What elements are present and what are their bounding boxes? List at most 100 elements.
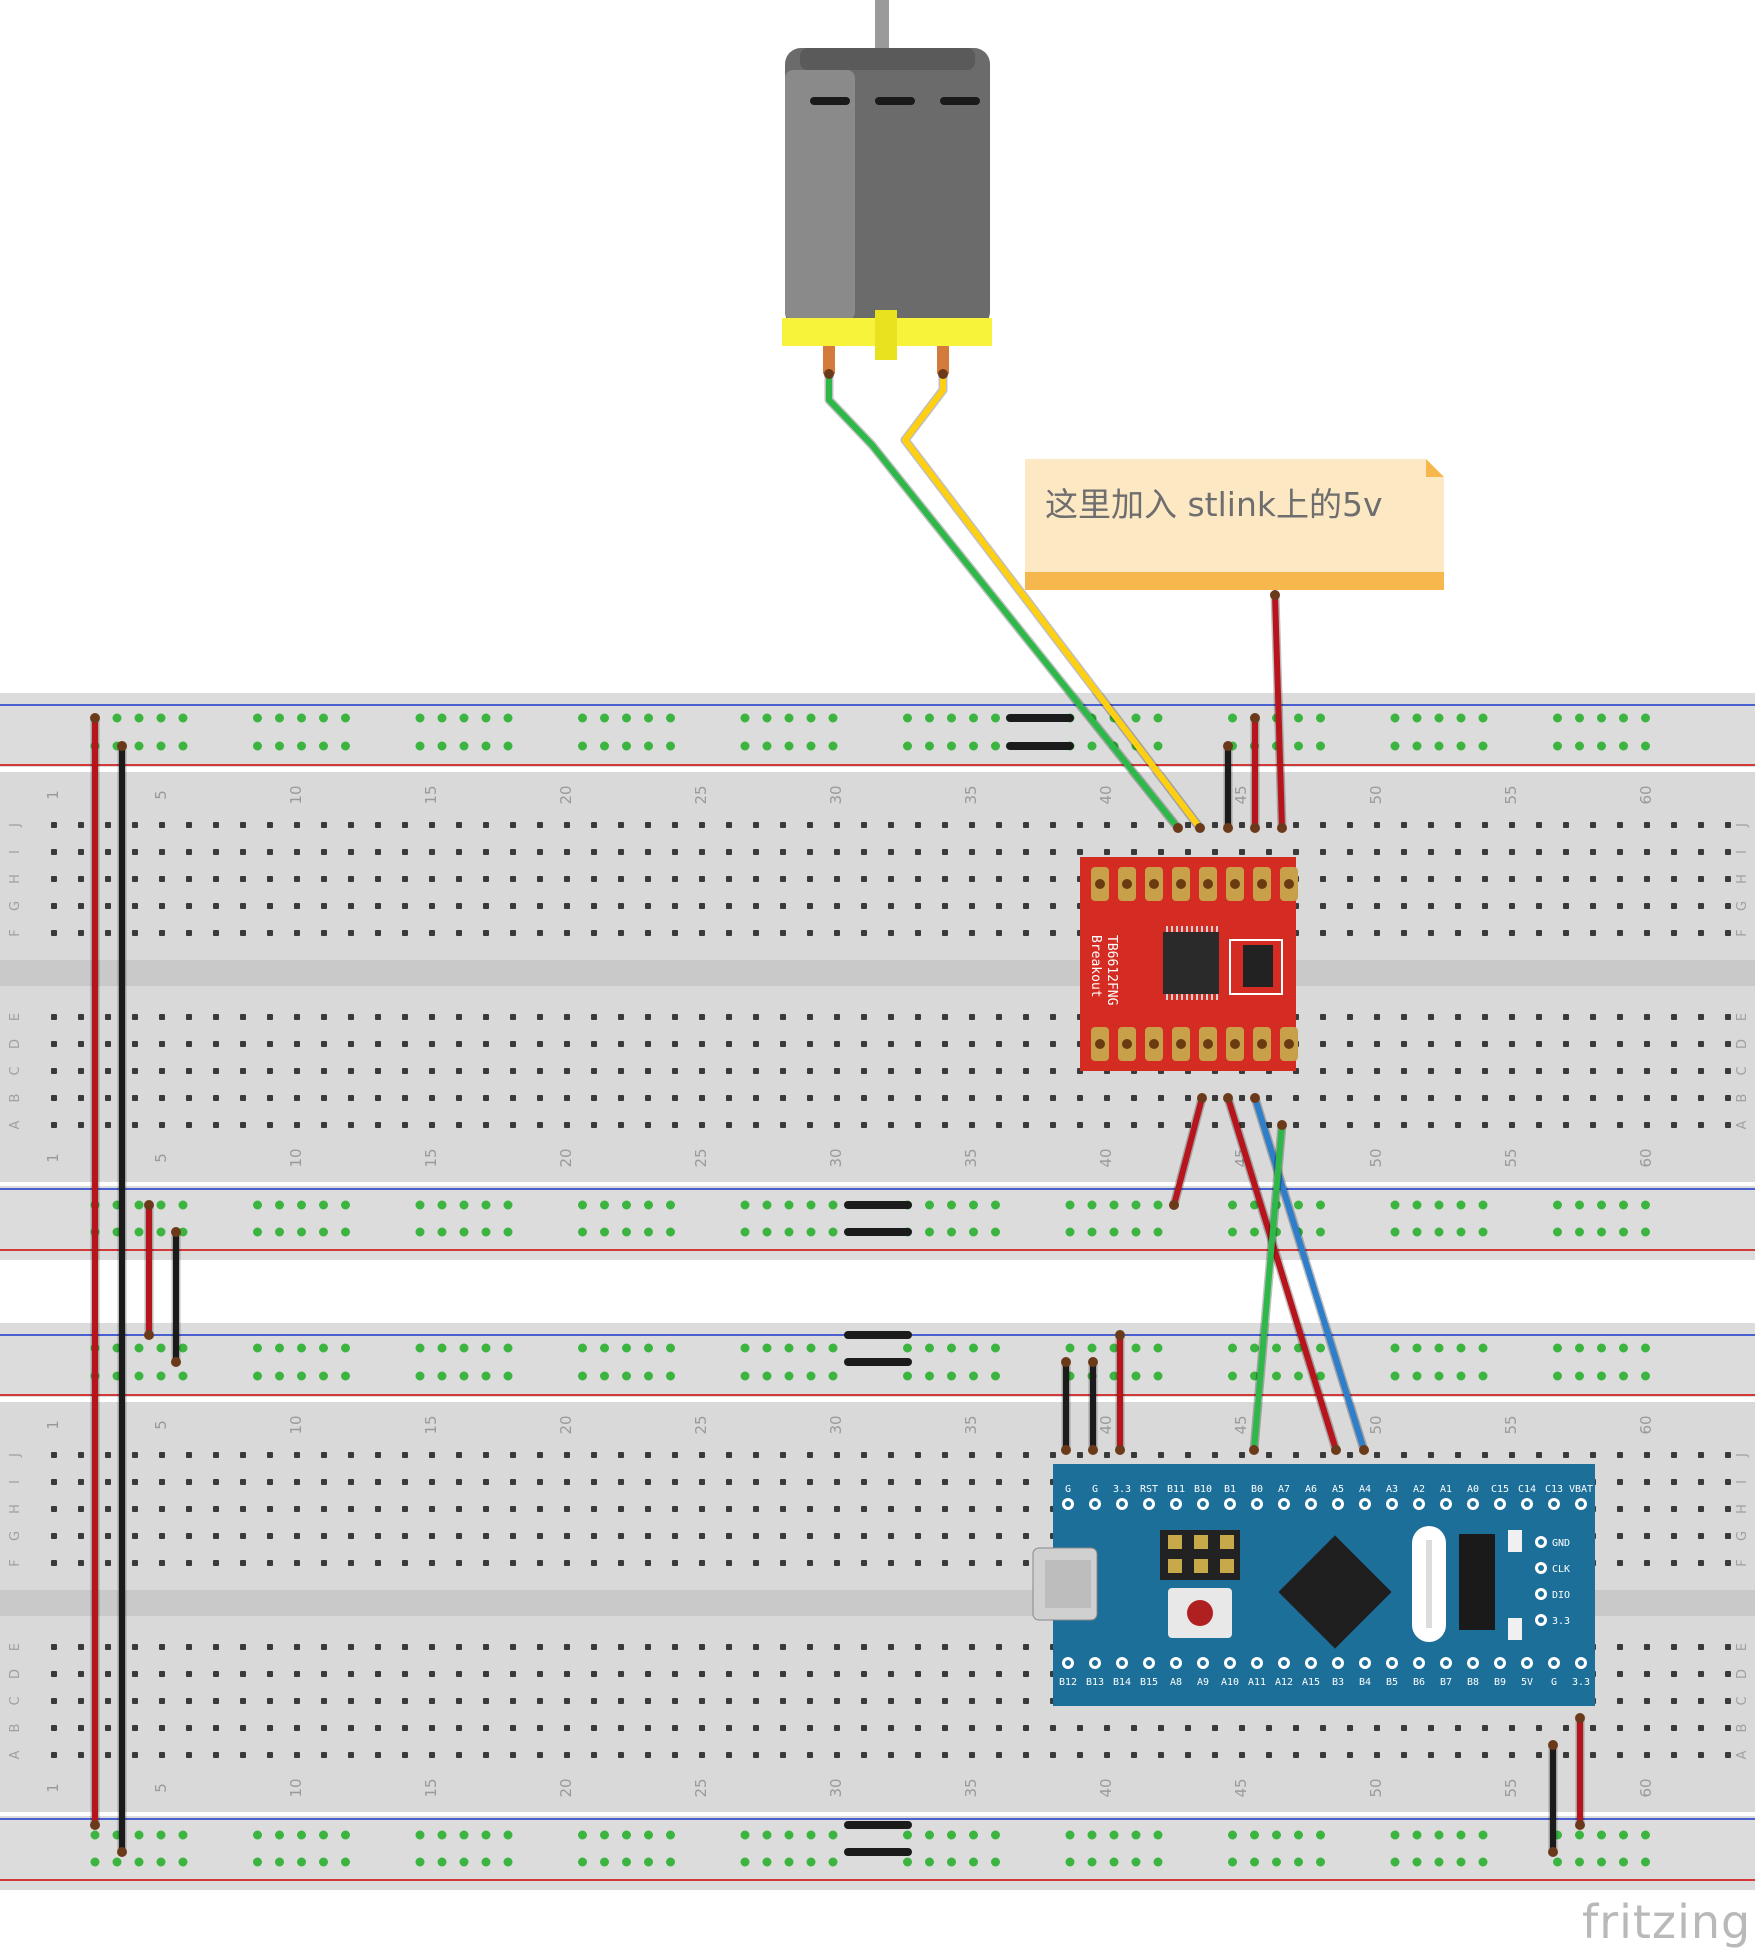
hole (1563, 1725, 1569, 1731)
hole (618, 1671, 624, 1677)
hole (645, 1725, 651, 1731)
hole (1671, 1479, 1677, 1485)
hole (1698, 1452, 1704, 1458)
column-number: 60 (1637, 1148, 1655, 1167)
hole (1347, 849, 1353, 855)
hole (1482, 876, 1488, 882)
hole (1482, 1122, 1488, 1128)
rail-hole (1065, 1343, 1075, 1353)
rail-hole (1412, 741, 1422, 751)
rail-hole (1153, 1343, 1163, 1353)
hole (348, 1014, 354, 1020)
hole (1455, 1014, 1461, 1020)
rail-hole (1478, 1371, 1488, 1381)
rail-hole (969, 1227, 978, 1237)
hole (456, 1506, 462, 1512)
hole (78, 1041, 84, 1047)
hole (1590, 903, 1596, 909)
column-number: 15 (422, 785, 440, 804)
rail-hole (503, 713, 513, 723)
rail-hole (319, 1227, 328, 1237)
row-letter: H (8, 874, 23, 884)
rail-hole (622, 1200, 631, 1210)
hole (699, 1644, 705, 1650)
top-pin-label: A2 (1413, 1484, 1425, 1495)
bottom-pin-label: B15 (1140, 1677, 1158, 1688)
rail-hole (415, 1227, 425, 1237)
hole (1347, 1752, 1353, 1758)
hole (1131, 1095, 1137, 1101)
rail-hole (415, 1343, 425, 1353)
hole (1644, 822, 1650, 828)
hole (591, 1506, 597, 1512)
hole (591, 1725, 597, 1731)
top-pin-hole (1416, 1501, 1422, 1507)
rail-hole (828, 1371, 838, 1381)
rail-hole (1553, 741, 1562, 751)
hole (645, 1122, 651, 1128)
hole (942, 1644, 948, 1650)
hole (1698, 1671, 1704, 1677)
hole (294, 1644, 300, 1650)
hole (267, 1452, 273, 1458)
hole (861, 903, 867, 909)
hole (1401, 1095, 1407, 1101)
hole (1320, 822, 1326, 828)
top-pin-label: C15 (1491, 1484, 1509, 1495)
hole (1158, 1095, 1164, 1101)
hole (1536, 930, 1542, 936)
rail-hole (503, 741, 513, 751)
hole (375, 1452, 381, 1458)
hole (1698, 1068, 1704, 1074)
hole (807, 1752, 813, 1758)
hole (483, 930, 489, 936)
hole (834, 1452, 840, 1458)
hole (456, 1698, 462, 1704)
hole (510, 1533, 516, 1539)
rail-hole (622, 1227, 631, 1237)
wire-black-left-main-end (117, 1847, 127, 1857)
hole (834, 1725, 840, 1731)
top-pin-hole (1551, 1501, 1557, 1507)
hole (672, 1533, 678, 1539)
hole (1401, 1725, 1407, 1731)
hole (78, 876, 84, 882)
row-letter: A (1735, 1750, 1750, 1759)
hole (537, 1671, 543, 1677)
hole (537, 1560, 543, 1566)
hole (537, 930, 543, 936)
hole (807, 930, 813, 936)
hole (672, 876, 678, 882)
rail-hole (828, 1857, 838, 1867)
hole (1266, 1122, 1272, 1128)
hole (1401, 1452, 1407, 1458)
rail-hole (740, 713, 750, 723)
wire-black-top-end (1223, 741, 1233, 751)
hole (1455, 822, 1461, 828)
hole (969, 1698, 975, 1704)
driver-pin-top (1176, 879, 1186, 889)
hole (321, 1698, 327, 1704)
hole (321, 1122, 327, 1128)
hole (483, 849, 489, 855)
hole (699, 1752, 705, 1758)
wire-red-top-end (1250, 713, 1260, 723)
bottom-pin-hole (1389, 1660, 1395, 1666)
hole (159, 1506, 165, 1512)
hole (456, 1644, 462, 1650)
hole (213, 1068, 219, 1074)
column-number: 20 (557, 785, 575, 804)
hole (1698, 1095, 1704, 1101)
rail-hole (1619, 1227, 1628, 1237)
hole (1617, 903, 1623, 909)
column-number: 15 (422, 1148, 440, 1167)
column-number: 1 (44, 1420, 62, 1430)
rail-hole (828, 1830, 838, 1840)
ic-lead (1211, 994, 1213, 1000)
rail-hole (925, 713, 934, 723)
hole (213, 1533, 219, 1539)
ic-lead (1196, 926, 1198, 932)
reset-button-cap (1187, 1600, 1213, 1626)
hole (78, 1644, 84, 1650)
rail-hole (1597, 1227, 1606, 1237)
